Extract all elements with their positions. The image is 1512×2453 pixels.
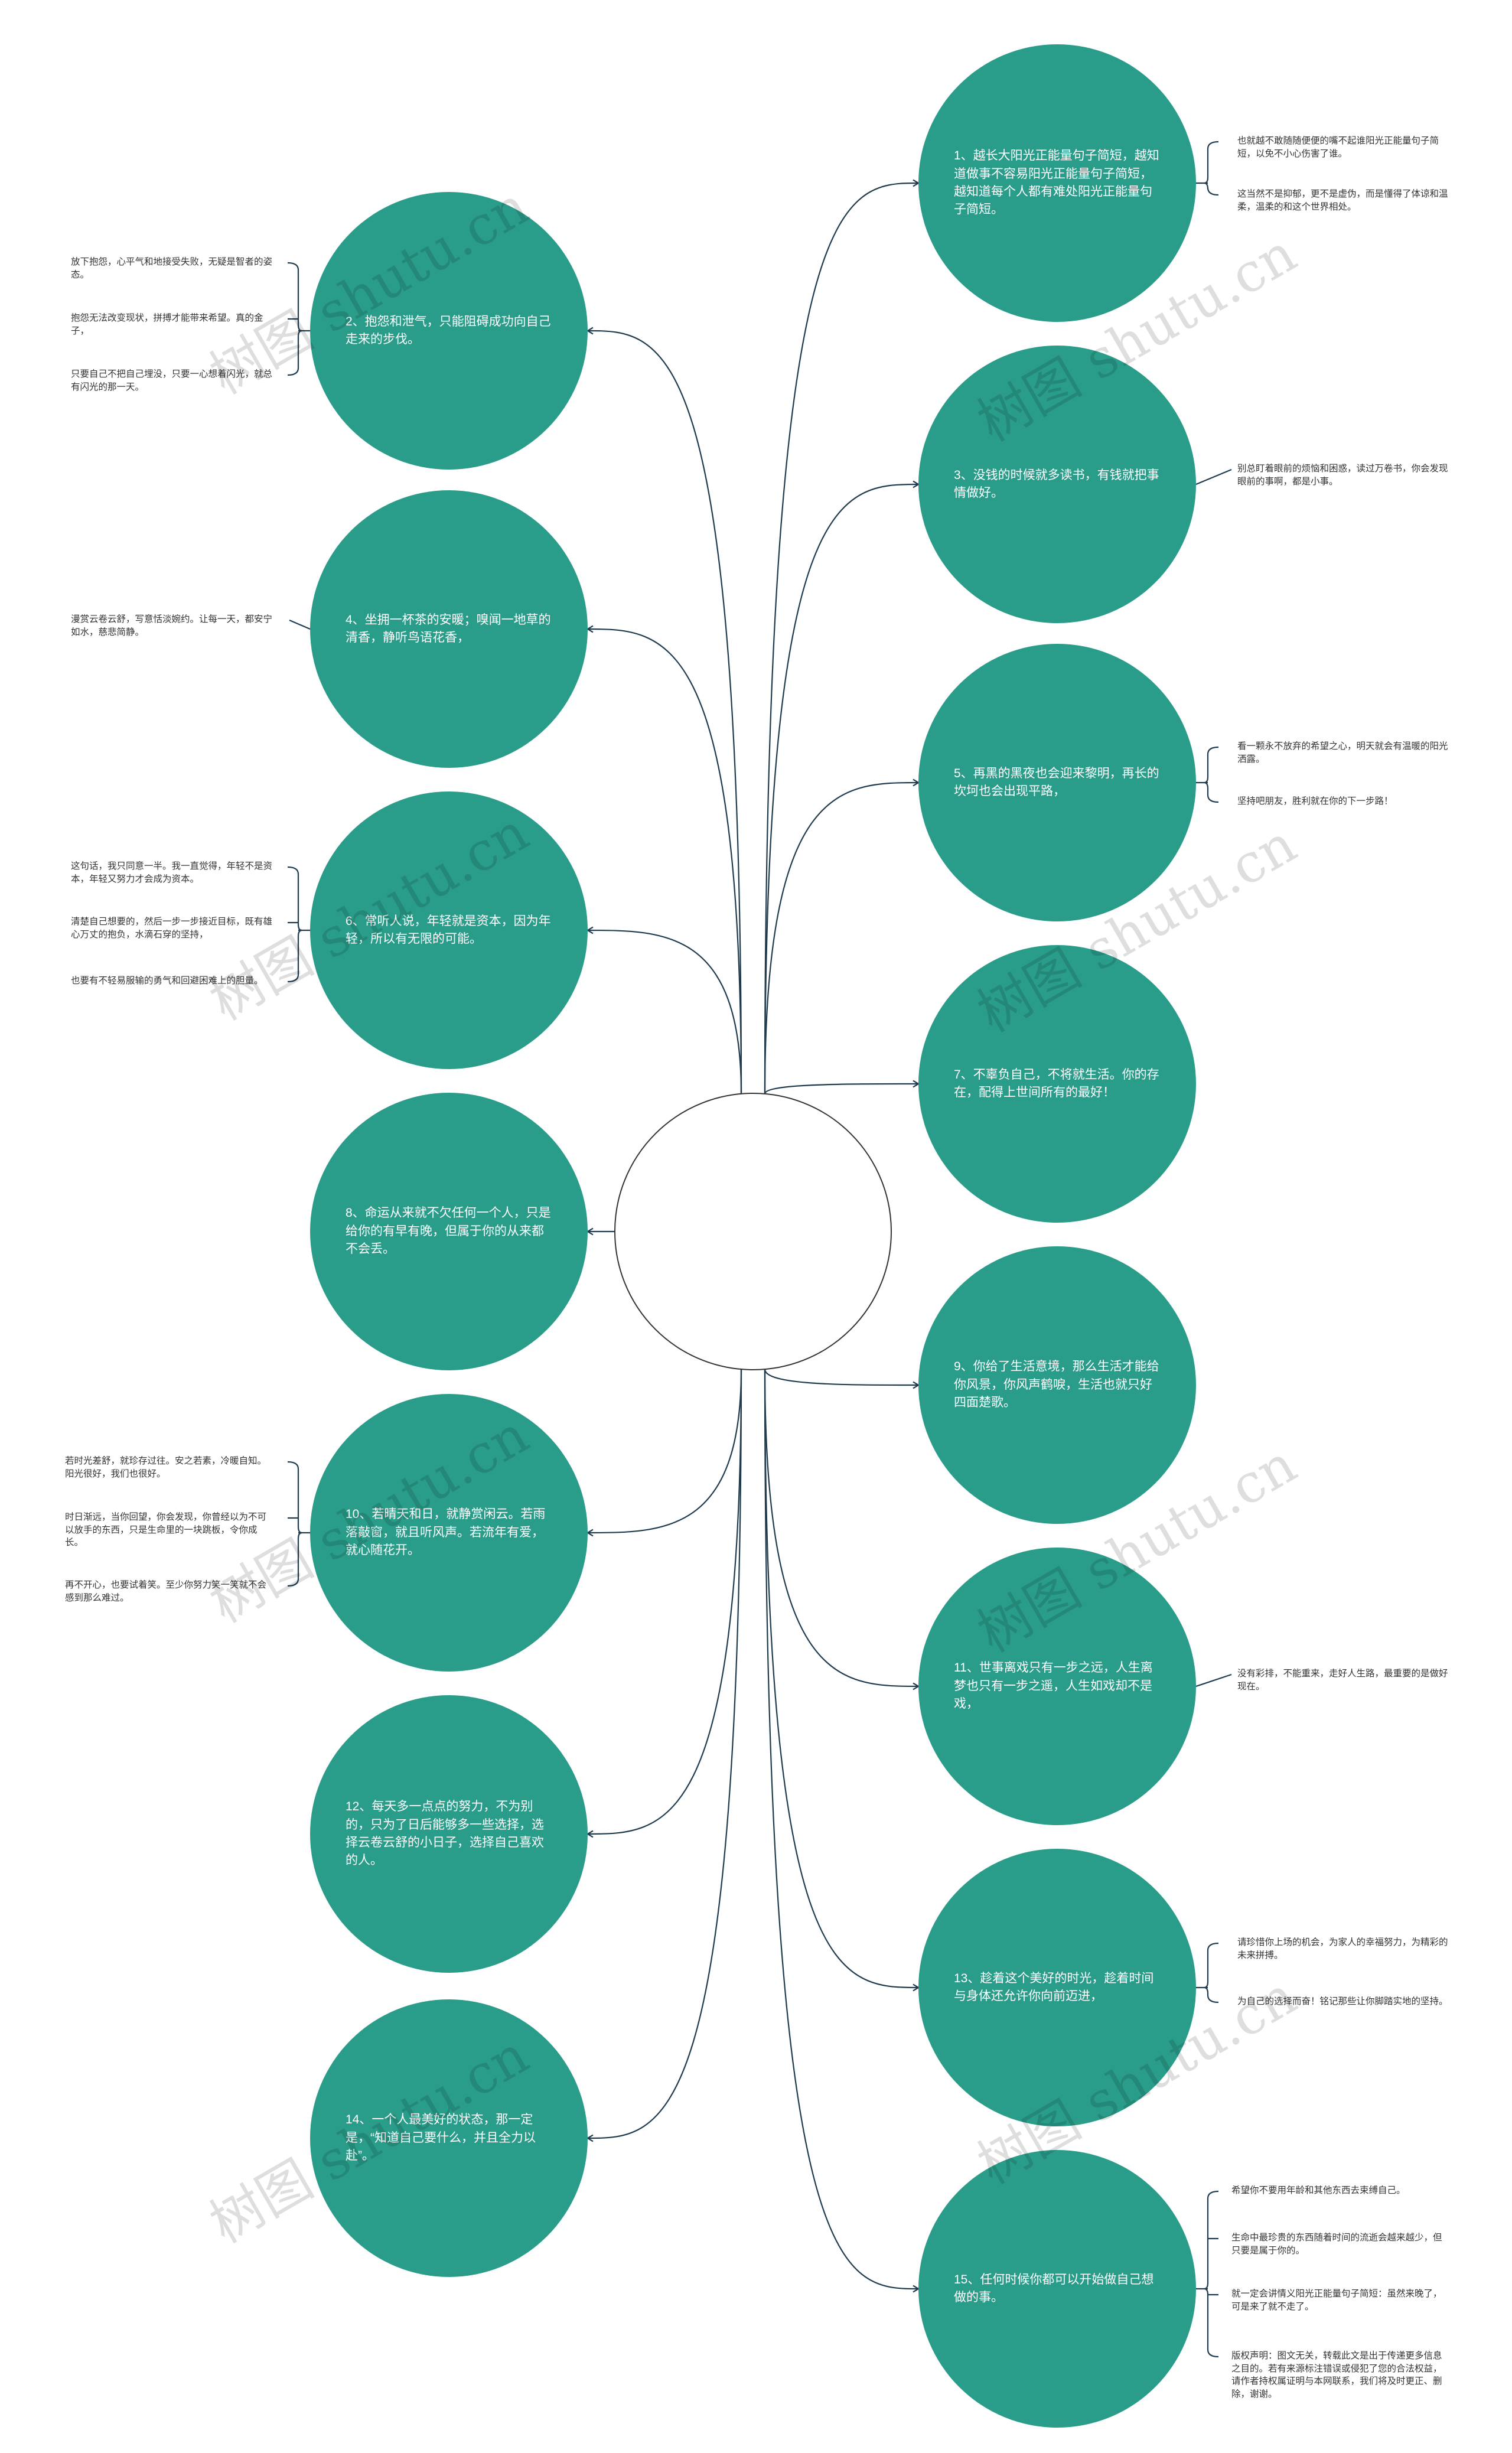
connector-n2 [587,330,742,1094]
leaf-note: 就一定会讲情义阳光正能量句子简短：虽然来晚了，可是来了就不走了。 [1231,2289,1442,2312]
leaf-note: 别总盯着眼前的烦恼和困惑，读过万卷书，你会发现眼前的事啊，都是小事。 [1237,464,1448,487]
leaf-brace-n2 [287,262,302,376]
topic-node-2[interactable]: 2、抱怨和泄气，只能阻碍成功向自己走来的步伐。 [310,192,588,470]
leaf-note: 只要自己不把自己埋没，只要一心想着闪光，就总有闪光的那一天。 [71,369,273,392]
connector-n7 [764,1083,919,1094]
topic-text: 13、趁着这个美好的时光，趁着时间与身体还允许你向前迈进， [954,1971,1154,2003]
leaf-note: 放下抱怨，心平气和地接受失败，无疑是智者的姿态。 [71,257,273,280]
topic-text: 15、任何时候你都可以开始做自己想做的事。 [954,2272,1154,2304]
leaf-brace-n6 [287,866,302,983]
topic-text: 8、命运从来就不欠任何一个人，只是给你的有早有晚，但属于你的从来都不会丢。 [346,1206,551,1256]
leaf-note: 没有彩排，不能重来，走好人生路，最重要的是做好现在。 [1237,1669,1448,1692]
topic-node-13[interactable]: 13、趁着这个美好的时光，趁着时间与身体还允许你向前迈进， [918,1849,1196,2126]
leaf-note: 时日渐远，当你回望，你会发现，你曾经以为不可以放手的东西，只是生命里的一块跳板，… [65,1512,267,1548]
connector-n9 [764,1369,919,1386]
leaf-note: 生命中最珍贵的东西随着时间的流逝会越来越少，但只要是属于你的。 [1231,2233,1442,2256]
leaf-brace-n1 [1204,141,1219,196]
connector-n5 [764,781,919,1094]
leaf-note: 这句话，我只同意一半。我一直觉得，年轻不是资本，年轻又努力才会成为资本。 [71,861,273,884]
topic-text: 3、没钱的时候就多读书，有钱就把事情做好。 [954,468,1159,500]
leaf-note: 漫赏云卷云舒，写意恬淡婉约。让每一天，都安宁如水，慈悲简静。 [71,614,273,637]
arrowhead-n4 [586,625,594,633]
connector-n6 [587,929,742,1094]
leaf-connector-n4 [289,619,311,630]
leaf-brace-n10 [287,1461,302,1587]
leaf-note: 也要有不轻易服输的勇气和回避困难上的胆量。 [71,976,263,986]
arrowhead-n2 [586,327,594,335]
arrowhead-n10 [586,1529,594,1537]
connector-n3 [764,483,919,1094]
central-node[interactable] [614,1093,892,1370]
arrowhead-n14 [586,2134,594,2142]
topic-text: 7、不辜负自己，不将就生活。你的存在，配得上世间所有的最好！ [954,1067,1159,1099]
leaf-brace-n5 [1204,746,1219,803]
leaf-note: 清楚自己想要的，然后一步一步接近目标，既有雄心万丈的抱负，水滴石穿的坚持， [71,917,273,940]
connector-n10 [587,1369,742,1534]
topic-node-3[interactable]: 3、没钱的时候就多读书，有钱就把事情做好。 [918,346,1196,623]
arrowhead-n12 [586,1830,594,1838]
leaf-note: 若时光差舒，就珍存过往。安之若素，冷暖自知。阳光很好，我们也很好。 [65,1456,267,1479]
leaf-note: 再不开心，也要试着笑。至少你努力笑一笑就不会感到那么难过。 [65,1580,267,1603]
leaf-note: 抱怨无法改变现状，拼搏才能带来希望。真的金子， [71,313,263,336]
topic-text: 5、再黑的黑夜也会迎来黎明，再长的坎坷也会出现平路， [954,766,1159,798]
topic-text: 10、若晴天和日，就静赏闲云。若雨落敲窗，就且听风声。若流年有爱，就心随花开。 [346,1507,546,1558]
topic-node-4[interactable]: 4、坐拥一杯茶的安暖；嗅闻一地草的清香，静听鸟语花香， [310,490,588,768]
topic-text: 11、世事离戏只有一步之远，人生离梦也只有一步之遥，人生如戏却不是戏， [954,1661,1153,1711]
topic-text: 14、一个人最美好的状态，那一定是，“知道自己要什么，并且全力以赴”。 [346,2113,536,2163]
topic-node-7[interactable]: 7、不辜负自己，不将就生活。你的存在，配得上世间所有的最好！ [918,945,1196,1223]
connector-n11 [764,1369,919,1688]
connector-n4 [587,628,742,1094]
topic-node-12[interactable]: 12、每天多一点点的努力，不为别的，只为了日后能够多一些选择，选择云卷云舒的小日… [310,1695,588,1973]
topic-node-1[interactable]: 1、越长大阳光正能量句子简短，越知道做事不容易阳光正能量句子简短，越知道每个人都… [918,44,1196,322]
leaf-note: 坚持吧朋友，胜利就在你的下一步路！ [1237,796,1393,806]
connector-n14 [587,1369,742,2139]
topic-node-5[interactable]: 5、再黑的黑夜也会迎来黎明，再长的坎坷也会出现平路， [918,644,1196,921]
leaf-connector-n11 [1195,1673,1232,1688]
leaf-note: 也就越不敢随随便便的嘴不起谁阳光正能量句子简短，以免不小心伤害了谁。 [1237,136,1439,159]
arrowhead-n8 [586,1227,594,1236]
connector-n1 [764,182,919,1094]
leaf-brace-n15 [1204,2190,1219,2358]
topic-node-10[interactable]: 10、若晴天和日，就静赏闲云。若雨落敲窗，就且听风声。若流年有爱，就心随花开。 [310,1394,588,1672]
topic-node-8[interactable]: 8、命运从来就不欠任何一个人，只是给你的有早有晚，但属于你的从来都不会丢。 [310,1093,588,1370]
leaf-note: 版权声明：图文无关，转载此文是出于传递更多信息之目的。若有来源标注错误或侵犯了您… [1231,2351,1442,2400]
leaf-note: 这当然不是抑郁，更不是虚伪，而是懂得了体谅和温柔，温柔的和这个世界相处。 [1237,189,1448,212]
leaf-note: 请珍惜你上场的机会，为家人的幸福努力，为精彩的未来拼搏。 [1237,1937,1448,1960]
topic-node-11[interactable]: 11、世事离戏只有一步之远，人生离梦也只有一步之遥，人生如戏却不是戏， [918,1548,1196,1825]
topic-node-6[interactable]: 6、常听人说，年轻就是资本，因为年轻，所以有无限的可能。 [310,791,588,1069]
leaf-brace-n13 [1204,1942,1219,2004]
topic-text: 9、你给了生活意境，那么生活才能给你风景，你风声鹤唳，生活也就只好四面楚歌。 [954,1360,1159,1410]
arrowhead-n6 [586,926,594,934]
topic-node-14[interactable]: 14、一个人最美好的状态，那一定是，“知道自己要什么，并且全力以赴”。 [310,1999,588,2277]
topic-node-9[interactable]: 9、你给了生活意境，那么生活才能给你风景，你风声鹤唳，生活也就只好四面楚歌。 [918,1246,1196,1524]
connector-n13 [764,1369,919,1989]
leaf-note: 希望你不要用年龄和其他东西去束缚自己。 [1231,2185,1406,2195]
topic-text: 4、坐拥一杯茶的安暖；嗅闻一地草的清香，静听鸟语花香， [346,613,551,644]
topic-node-15[interactable]: 15、任何时候你都可以开始做自己想做的事。 [918,2150,1196,2428]
leaf-connector-n3 [1195,468,1232,486]
topic-text: 1、越长大阳光正能量句子简短，越知道做事不容易阳光正能量句子简短，越知道每个人都… [954,149,1159,217]
topic-text: 6、常听人说，年轻就是资本，因为年轻，所以有无限的可能。 [346,914,551,946]
connector-n15 [764,1369,919,2290]
leaf-note: 为自己的选择而奋！铭记那些让你脚踏实地的坚持。 [1237,1996,1448,2006]
leaf-note: 看一颗永不放弃的希望之心，明天就会有温暖的阳光洒露。 [1237,741,1448,764]
topic-text: 2、抱怨和泄气，只能阻碍成功向自己走来的步伐。 [346,314,551,346]
topic-text: 12、每天多一点点的努力，不为别的，只为了日后能够多一些选择，选择云卷云舒的小日… [346,1800,544,1868]
connector-n12 [587,1369,742,1835]
